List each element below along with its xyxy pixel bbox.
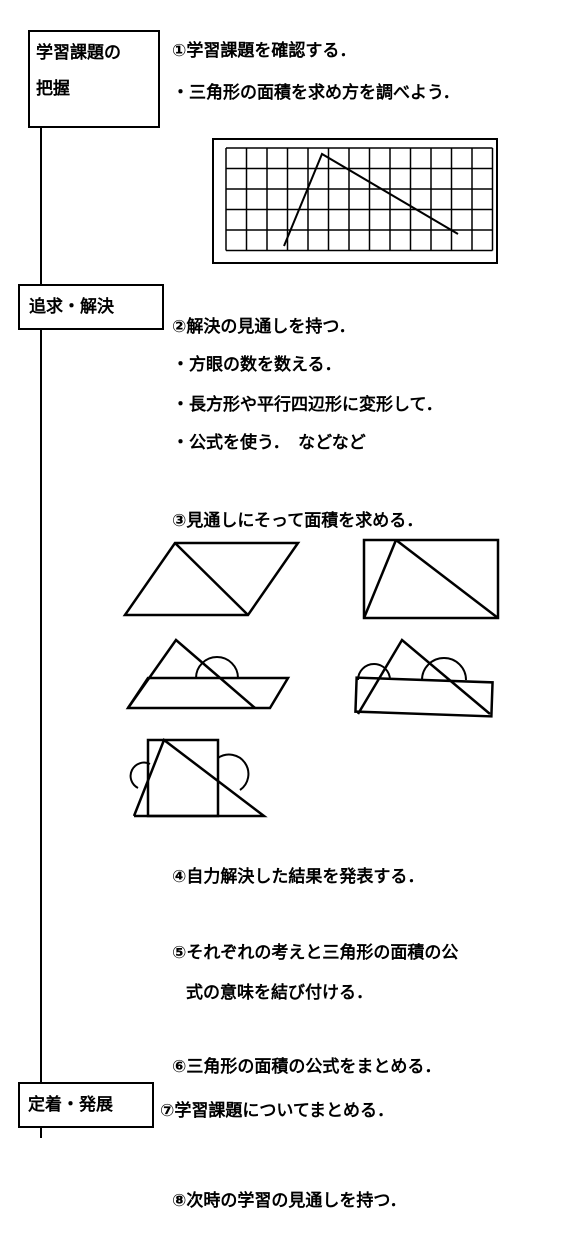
grid-triangle-figure [212, 138, 498, 264]
timeline-line-2 [40, 330, 42, 1128]
step-2: ②解決の見通しを持つ． [172, 317, 356, 337]
stage-box-grasp: 学習課題の 把握 [28, 30, 160, 128]
step-1-sub: ・三角形の面積を求め方を調べよう． [172, 83, 460, 103]
step-2-sub-3: ・公式を使う． などなど [172, 433, 366, 453]
figure-rotated-rectangle [129, 738, 268, 818]
step-3: ③見通しにそって面積を求める． [172, 511, 424, 531]
step-2-sub-2: ・長方形や平行四辺形に変形して． [172, 395, 443, 415]
stage-grasp-line2: 把握 [36, 79, 70, 99]
step-8: ⑧次時の学習の見通しを持つ． [172, 1191, 407, 1211]
stage-grasp-line1: 学習課題の [36, 43, 121, 63]
step-7: ⑦学習課題についてまとめる． [160, 1101, 395, 1121]
stage-box-pursue: 追求・解決 [18, 284, 164, 330]
step-5-line-2: 式の意味を結び付ける． [186, 983, 373, 1003]
timeline-line-3 [40, 1128, 42, 1138]
stage-box-establish: 定着・発展 [18, 1082, 154, 1128]
figure-half-height-parallelogram [125, 638, 291, 710]
step-4: ④自力解決した結果を発表する． [172, 867, 425, 887]
step-6: ⑥三角形の面積の公式をまとめる． [172, 1057, 442, 1077]
step-5-line-1: ⑤それぞれの考えと三角形の面積の公 [172, 943, 459, 963]
figure-half-height-rectangle [354, 638, 494, 718]
stage-establish-label: 定着・発展 [28, 1095, 113, 1115]
timeline-line-1 [40, 128, 42, 284]
stage-pursue-label: 追求・解決 [29, 297, 114, 317]
step-1: ①学習課題を確認する． [172, 41, 357, 61]
figure-parallelogram [122, 541, 301, 617]
step-2-sub-1: ・方眼の数を数える． [172, 355, 342, 375]
figure-rectangle [362, 538, 500, 620]
